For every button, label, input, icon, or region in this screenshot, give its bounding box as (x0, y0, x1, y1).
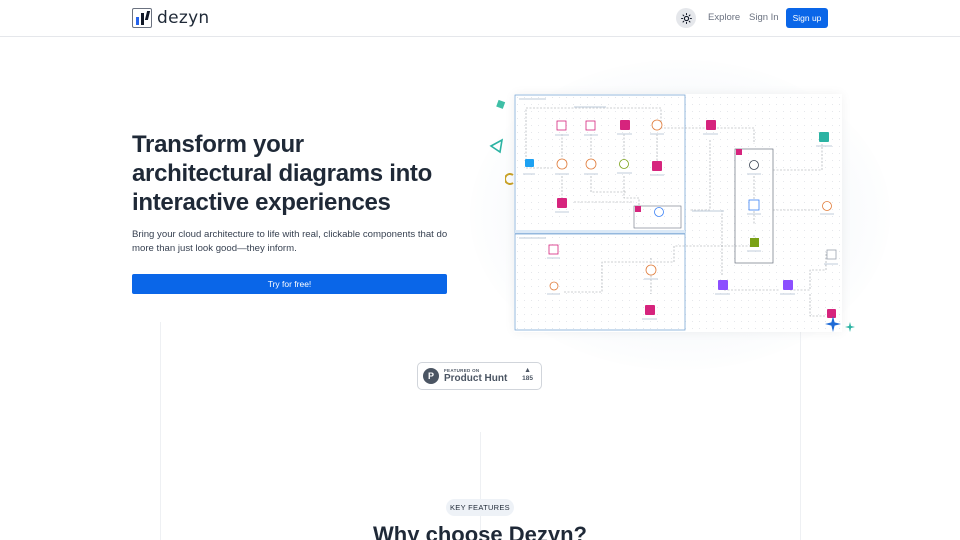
ph-name: Product Hunt (444, 373, 508, 384)
hero-subtitle: Bring your cloud architecture to life wi… (132, 229, 448, 254)
key-features-badge: KEY FEATURES (446, 499, 514, 516)
ph-featured-label: FEATURED ON (444, 368, 480, 373)
sparkle-large-icon (825, 316, 841, 332)
diamond-decor-icon (496, 99, 506, 109)
architecture-diagram-preview[interactable] (514, 94, 842, 332)
ph-vote-count: ▲ 185 (522, 367, 533, 382)
hero-title-highlight: interactive (132, 189, 249, 216)
hero-title-line3: experiences (248, 189, 391, 216)
product-hunt-icon: P (423, 368, 439, 384)
upvote-arrow-icon: ▲ (524, 367, 532, 374)
ph-votes: 185 (522, 375, 533, 382)
logo-text: dezyn (157, 8, 210, 28)
hero-title-line2: architectural diagrams into (132, 160, 432, 187)
dezyn-logo[interactable]: dezyn (132, 7, 210, 29)
sun-icon (680, 12, 692, 24)
signup-button[interactable]: Sign up (786, 8, 828, 28)
sparkle-small-icon (845, 322, 855, 332)
features-section-title: Why choose Dezyn? (373, 522, 587, 540)
logo-icon (132, 8, 152, 28)
nav-signin-link[interactable]: Sign In (749, 12, 779, 23)
nav-explore-link[interactable]: Explore (708, 12, 741, 23)
top-navbar: dezyn Explore Sign In Sign up (0, 0, 960, 37)
ring-decor-icon (505, 173, 514, 185)
diagram-nodes (525, 119, 837, 318)
diagram-canvas (514, 94, 838, 331)
hero-title: Transform your architectural diagrams in… (132, 130, 462, 217)
decor-line (160, 322, 161, 540)
product-hunt-badge[interactable]: P FEATURED ON Product Hunt ▲ 185 (417, 362, 542, 390)
hero-title-line1: Transform your (132, 131, 304, 158)
triangle-decor-icon (489, 138, 504, 154)
theme-toggle-button[interactable] (676, 8, 696, 28)
try-for-free-button[interactable]: Try for free! (132, 274, 447, 294)
decor-line (480, 432, 481, 540)
decor-line (800, 322, 801, 540)
